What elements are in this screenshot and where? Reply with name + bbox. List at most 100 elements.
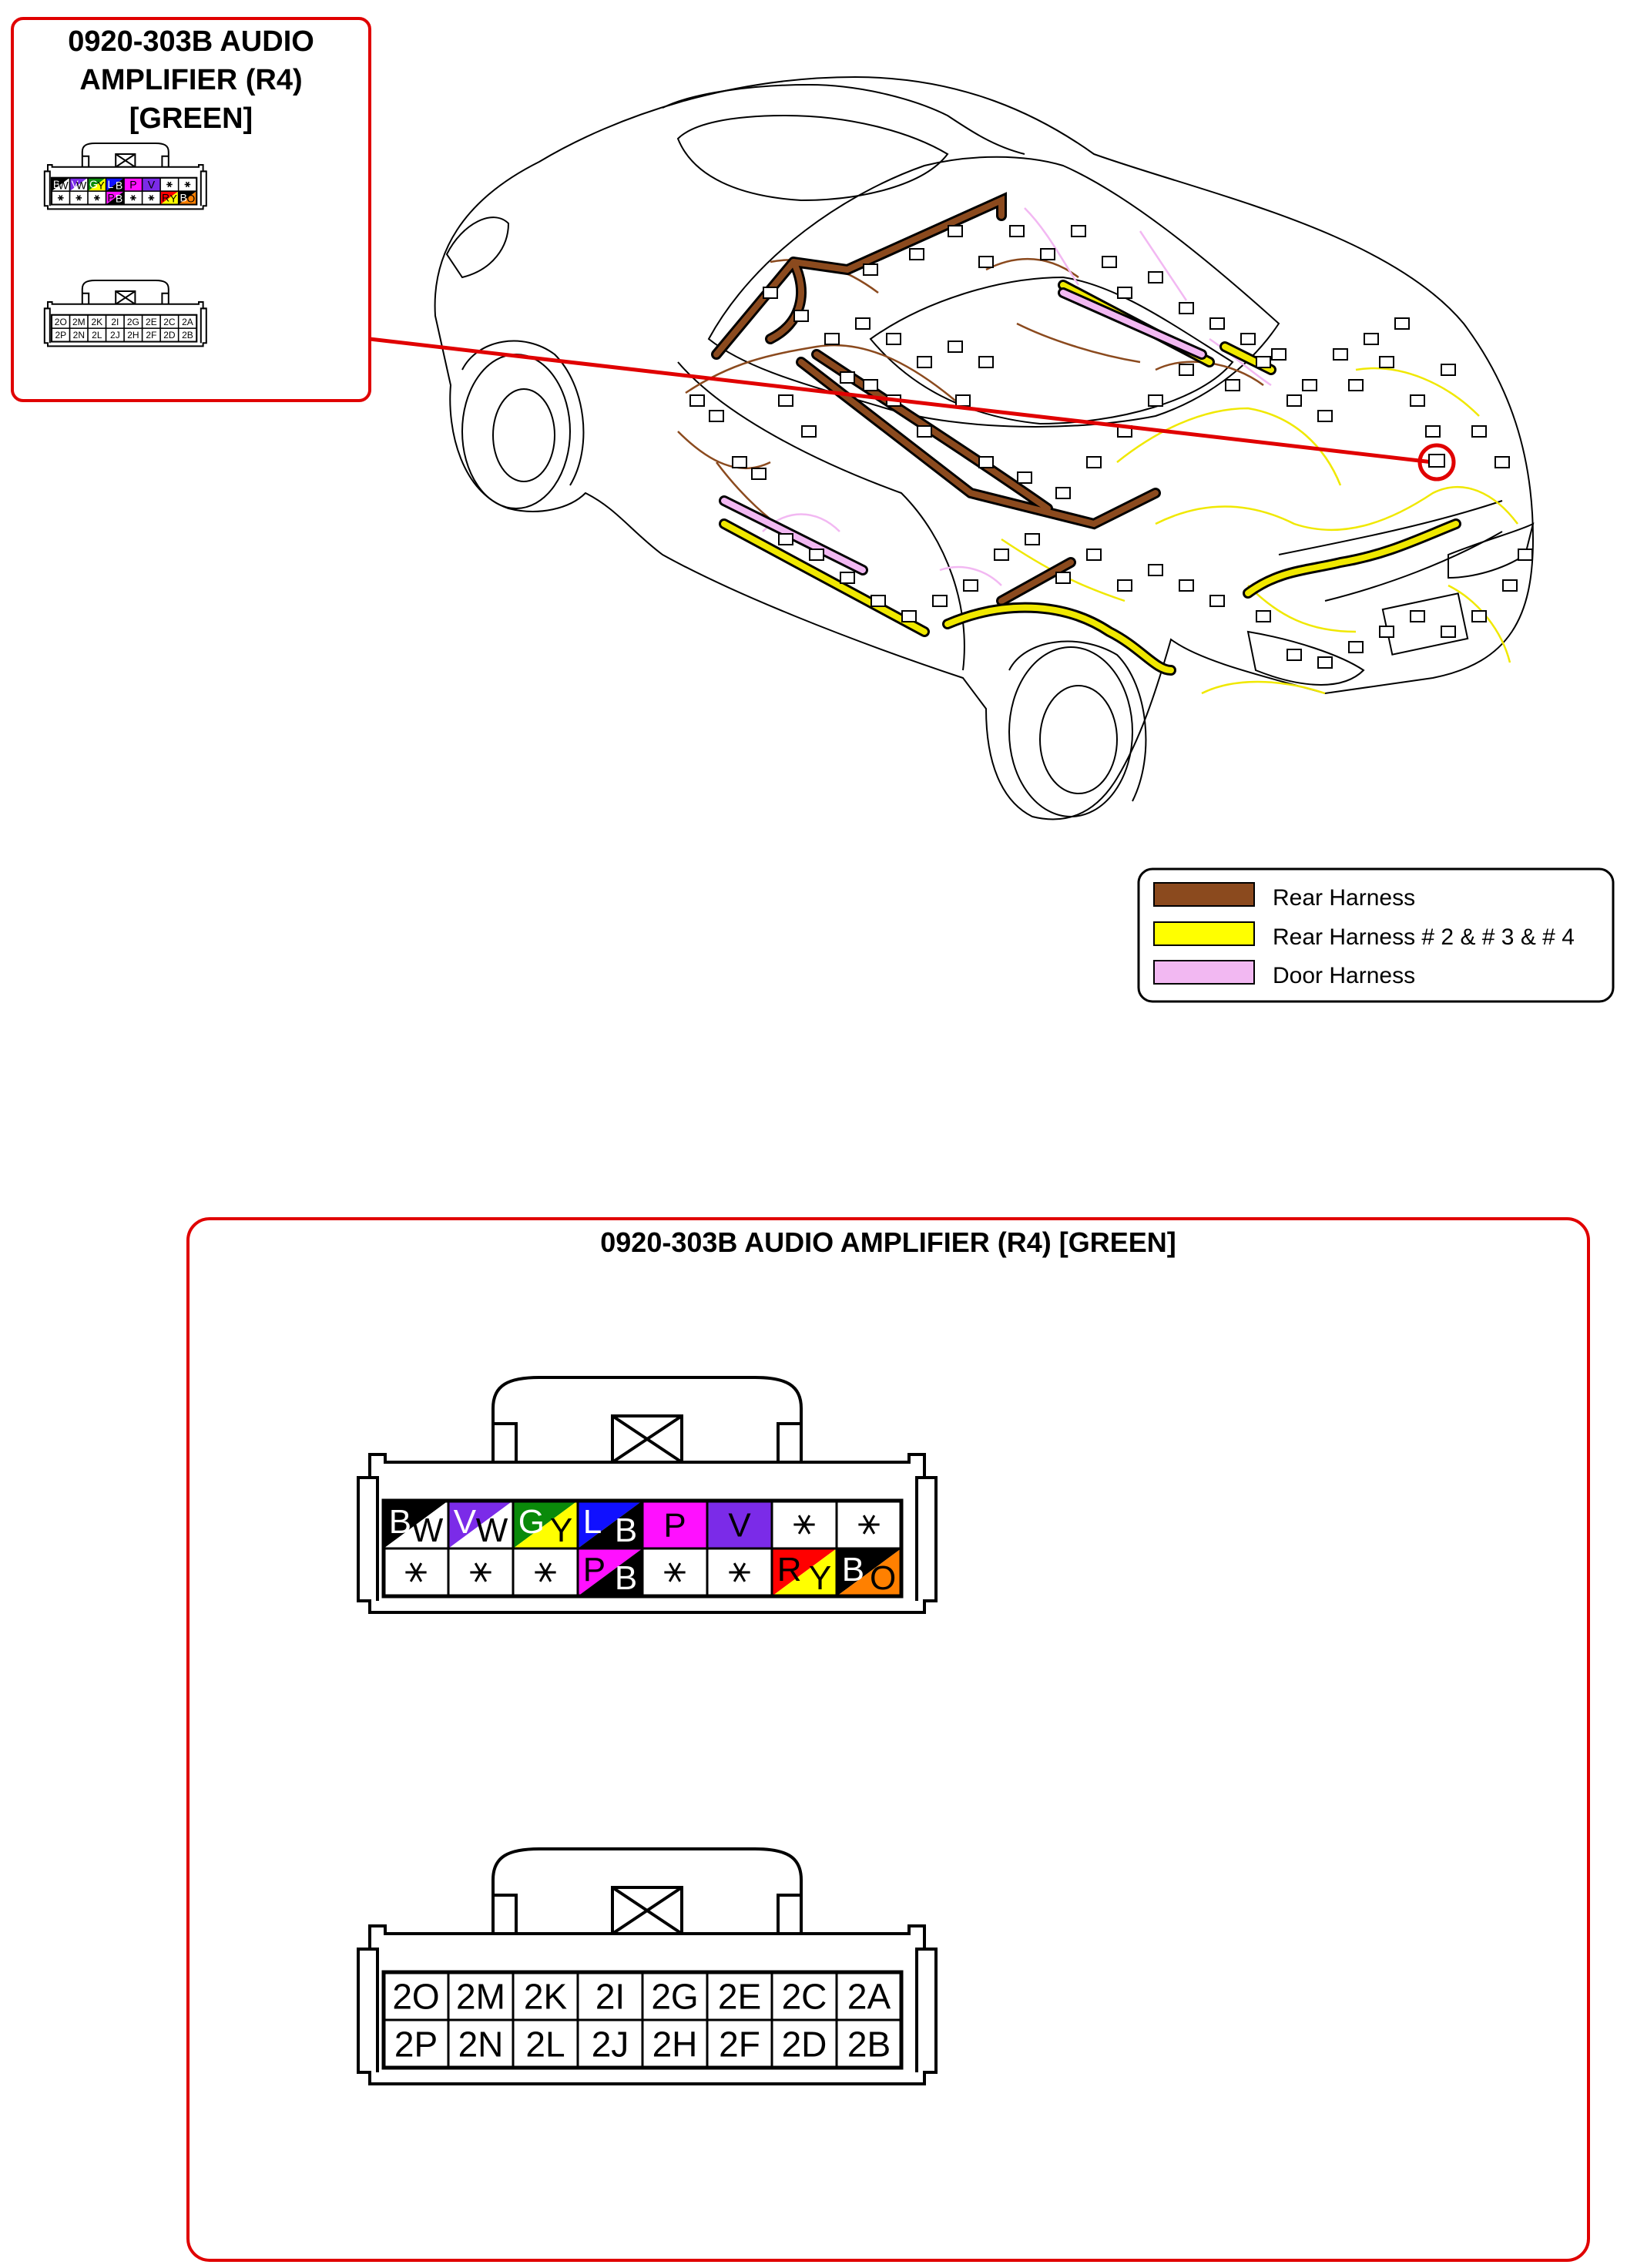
wire-color-code: V <box>148 178 156 190</box>
wire-color-code: W <box>476 1511 508 1549</box>
pin-cell: 2H <box>123 327 143 343</box>
wire-color-code: P <box>663 1506 686 1544</box>
pin-number: 2N <box>73 330 85 341</box>
pin-number: 2C <box>782 1977 827 2017</box>
wire-color-code: Y <box>97 179 105 191</box>
harness-connector <box>1271 348 1287 361</box>
asterisk-icon <box>75 195 82 201</box>
legend-item-rear-harness-2-3-4: Rear Harness # 2 & # 3 & # 4 <box>1153 921 1575 950</box>
wire-color-code: O <box>186 193 195 205</box>
pin-cell <box>382 1547 450 1598</box>
harness-connector <box>1209 317 1225 330</box>
harness-connector <box>801 425 817 438</box>
pin-number: 2I <box>595 1977 625 2017</box>
harness-connector <box>1017 471 1032 484</box>
taillight-right <box>1246 630 1365 686</box>
connector-latch-arch <box>81 143 169 167</box>
harness-connector <box>994 549 1009 561</box>
harness-connector <box>863 263 878 276</box>
pin-cell: 2J <box>105 327 125 343</box>
harness-connector <box>1025 533 1040 545</box>
asterisk-icon <box>664 1562 686 1582</box>
pin-number: 2F <box>719 2025 760 2065</box>
pin-cell: 2J <box>576 2018 644 2069</box>
harness-connector <box>778 533 793 545</box>
connector-latch-arch <box>81 280 169 304</box>
latch-cross-icon <box>611 1414 683 1464</box>
pin-cell: 2G <box>123 314 143 329</box>
wire-color-code: P <box>107 191 114 203</box>
legend-swatch <box>1153 921 1255 946</box>
harness-trunks <box>711 192 1461 676</box>
harness-connector <box>732 456 747 468</box>
door-harness-thin <box>762 207 1272 586</box>
pin-number: 2D <box>163 330 176 341</box>
asterisk-icon <box>535 1562 556 1582</box>
pin-cell <box>835 1499 903 1550</box>
harness-connector <box>840 572 855 584</box>
inset-title-line-1: 0920-303B AUDIO <box>68 25 314 58</box>
callout-circle <box>1417 443 1456 481</box>
inset-title-line-2: AMPLIFIER (R4) <box>79 64 302 96</box>
harness-connector <box>751 468 767 480</box>
harness-connector <box>948 225 963 237</box>
pin-number: 2I <box>111 317 119 327</box>
detail-border <box>186 1217 1590 2262</box>
harness-connector <box>1471 610 1487 622</box>
pin-cell: 2C <box>159 314 179 329</box>
harness-connector <box>871 595 886 607</box>
latch-cross-icon <box>611 1886 683 1935</box>
harness-connector <box>863 379 878 391</box>
harness-connector <box>840 371 855 384</box>
wire-color-code: P <box>129 178 136 190</box>
pin-cell: BW <box>51 177 71 192</box>
car-sunroof <box>676 114 949 202</box>
latch-cross-icon <box>115 153 136 168</box>
wire-color-code: V <box>454 1503 477 1541</box>
harness-connector <box>1302 379 1317 391</box>
harness-connector <box>1348 379 1364 391</box>
wire-color-code: B <box>842 1551 864 1589</box>
harness-connector <box>1471 425 1487 438</box>
wire-color-code: R <box>777 1551 802 1589</box>
license-plate <box>1381 592 1469 656</box>
pin-number: 2O <box>392 1977 439 2017</box>
pin-cell <box>447 1547 515 1598</box>
inset-connector-box: 0920-303B AUDIO AMPLIFIER (R4) [GREEN] B… <box>11 17 371 402</box>
pin-cell: 2F <box>141 327 161 343</box>
pin-cell: V <box>141 177 161 192</box>
connector-latch-legs <box>493 1894 801 1934</box>
pin-cell: 2M <box>69 314 89 329</box>
pin-cell <box>641 1547 709 1598</box>
pin-cell: 2I <box>105 314 125 329</box>
pin-cell <box>706 1547 773 1598</box>
asterisk-icon <box>184 181 191 188</box>
harness-connector <box>978 256 994 268</box>
wire-color-code: Y <box>809 1559 831 1597</box>
legend: Rear Harness Rear Harness # 2 & # 3 & # … <box>1137 867 1615 1003</box>
detail-title: 0920-303B AUDIO AMPLIFIER (R4) [GREEN] <box>600 1226 1176 1258</box>
harness-connector <box>1071 225 1086 237</box>
harness-connector <box>1317 410 1333 422</box>
harness-connector-blocks <box>689 225 1533 669</box>
harness-connector <box>978 456 994 468</box>
harness-connector <box>955 394 971 407</box>
pin-number: 2K <box>91 317 102 327</box>
legend-item-rear-harness: Rear Harness <box>1153 882 1415 911</box>
wire-color-code: O <box>870 1559 896 1597</box>
harness-connector <box>1256 610 1271 622</box>
pin-cell: 2P <box>51 327 71 343</box>
highlighted-connector <box>1428 454 1445 468</box>
pin-cell <box>770 1499 838 1550</box>
wire-color-code: W <box>58 179 69 191</box>
harness-connector <box>1379 626 1394 638</box>
